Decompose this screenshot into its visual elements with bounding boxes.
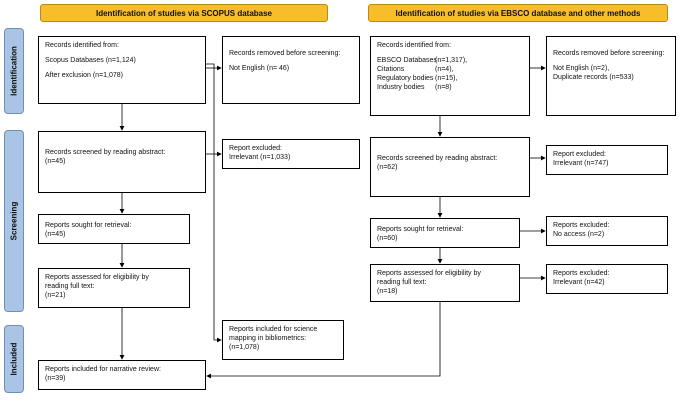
ebsco-assessed-box: Reports assessed for eligibility by read… bbox=[370, 264, 520, 302]
ebsco-assessed-line2: reading full text: bbox=[377, 279, 427, 286]
phase-screening: Screening bbox=[4, 130, 24, 312]
scopus-header: Identification of studies via SCOPUS dat… bbox=[40, 4, 328, 22]
scopus-assessed-line3: (n=21) bbox=[45, 292, 66, 299]
scopus-screened-box: Records screened by reading abstract: (n… bbox=[38, 131, 206, 193]
scopus-assessed-box: Reports assessed for eligibility by read… bbox=[38, 268, 190, 308]
scopus-identified-title: Records identified from: bbox=[45, 42, 119, 49]
scopus-excluded-line2: Irrelevant (n=1,033) bbox=[229, 154, 291, 161]
scopus-narrative-line1: Reports included for narrative review: bbox=[45, 366, 161, 373]
ebsco-source-value: (n=1,317), bbox=[435, 57, 468, 64]
ebsco-source-label: EBSCO Databases bbox=[377, 57, 437, 64]
ebsco-identified-title: Records identified from: bbox=[377, 42, 451, 49]
scopus-header-text: Identification of studies via SCOPUS dat… bbox=[95, 8, 273, 18]
scopus-sought-box: Reports sought for retrieval: (n=45) bbox=[38, 214, 190, 244]
scopus-excluded-line1: Report excluded: bbox=[229, 145, 282, 152]
ebsco-source-label: Citations bbox=[377, 66, 405, 73]
scopus-science-line2: mapping in bibliometrics: bbox=[229, 335, 307, 342]
ebsco-source-row: Industry bodies (n=8) bbox=[377, 83, 523, 92]
scopus-screened-line2: (n=45) bbox=[45, 158, 66, 165]
phase-identification-label: Identification bbox=[9, 46, 19, 96]
scopus-screened-line1: Records screened by reading abstract: bbox=[45, 149, 166, 156]
ebsco-assessed-line1: Reports assessed for eligibility by bbox=[377, 270, 481, 277]
ebsco-excluded-line2: Irrelevant (n=747) bbox=[553, 160, 609, 167]
ebsco-noaccess-box: Reports excluded: No access (n=2) bbox=[546, 216, 668, 246]
ebsco-noaccess-line1: Reports excluded: bbox=[553, 222, 610, 229]
scopus-excluded-box: Report excluded: Irrelevant (n=1,033) bbox=[222, 139, 360, 169]
ebsco-source-label: Industry bodies bbox=[377, 84, 425, 91]
ebsco-sought-line1: Reports sought for retrieval: bbox=[377, 226, 464, 233]
ebsco-removed-line2: Duplicate records (n=533) bbox=[553, 74, 634, 81]
phase-included-label: Included bbox=[9, 342, 19, 376]
scopus-sought-line1: Reports sought for retrieval: bbox=[45, 222, 132, 229]
phase-included: Included bbox=[4, 325, 24, 393]
scopus-assessed-line2: reading full text: bbox=[45, 283, 95, 290]
ebsco-screened-line1: Records screened by reading abstract: bbox=[377, 155, 498, 162]
scopus-removed-line1: Not English (n= 46) bbox=[229, 65, 290, 72]
ebsco-identified-box: Records identified from: EBSCO Databases… bbox=[370, 36, 530, 116]
scopus-science-line3: (n=1,078) bbox=[229, 344, 260, 351]
scopus-science-line1: Reports included for science bbox=[229, 326, 318, 333]
ebsco-screened-box: Records screened by reading abstract: (n… bbox=[370, 137, 530, 197]
ebsco-irrelevant-line1: Reports excluded: bbox=[553, 270, 610, 277]
scopus-removed-title: Records removed before screening: bbox=[229, 50, 341, 57]
ebsco-source-value: (n=8) bbox=[435, 84, 452, 91]
ebsco-excluded-line1: Report excluded: bbox=[553, 151, 606, 158]
ebsco-source-value: (n=15), bbox=[435, 75, 458, 82]
ebsco-removed-box: Records removed before screening: Not En… bbox=[546, 36, 676, 116]
scopus-narrative-box: Reports included for narrative review: (… bbox=[38, 360, 206, 390]
ebsco-noaccess-line2: No access (n=2) bbox=[553, 231, 605, 238]
ebsco-removed-line1: Not English (n=2), bbox=[553, 65, 610, 72]
ebsco-header: Identification of studies via EBSCO data… bbox=[368, 4, 668, 22]
ebsco-screened-line2: (n=62) bbox=[377, 164, 398, 171]
scopus-narrative-line2: (n=39) bbox=[45, 375, 66, 382]
phase-screening-label: Screening bbox=[9, 201, 19, 241]
ebsco-sought-box: Reports sought for retrieval: (n=60) bbox=[370, 218, 520, 248]
ebsco-irrelevant-line2: Irrelevant (n=42) bbox=[553, 279, 605, 286]
ebsco-source-row: Citations (n=4), bbox=[377, 65, 523, 74]
ebsco-source-value: (n=4), bbox=[435, 66, 454, 73]
ebsco-irrelevant-box: Reports excluded: Irrelevant (n=42) bbox=[546, 264, 668, 294]
ebsco-removed-title: Records removed before screening: bbox=[553, 50, 665, 57]
scopus-identified-line1: Scopus Databases (n=1,124) bbox=[45, 57, 136, 64]
ebsco-header-text: Identification of studies via EBSCO data… bbox=[395, 8, 641, 18]
ebsco-source-label: Regulatory bodies bbox=[377, 75, 434, 82]
ebsco-excluded-box: Report excluded: Irrelevant (n=747) bbox=[546, 145, 668, 175]
scopus-removed-box: Records removed before screening: Not En… bbox=[222, 36, 360, 104]
ebsco-source-row: EBSCO Databases(n=1,317), bbox=[377, 56, 523, 65]
scopus-identified-line2: After exclusion (n=1,078) bbox=[45, 72, 124, 79]
ebsco-source-row: Regulatory bodies(n=15), bbox=[377, 74, 523, 83]
ebsco-assessed-line3: (n=18) bbox=[377, 288, 398, 295]
scopus-assessed-line1: Reports assessed for eligibility by bbox=[45, 274, 149, 281]
arrow-scopus-science bbox=[206, 63, 222, 343]
phase-identification: Identification bbox=[4, 28, 24, 114]
scopus-identified-box: Records identified from: Scopus Database… bbox=[38, 36, 206, 104]
ebsco-sought-line2: (n=60) bbox=[377, 235, 398, 242]
scopus-sought-line2: (n=45) bbox=[45, 231, 66, 238]
scopus-science-box: Reports included for science mapping in … bbox=[222, 320, 344, 360]
